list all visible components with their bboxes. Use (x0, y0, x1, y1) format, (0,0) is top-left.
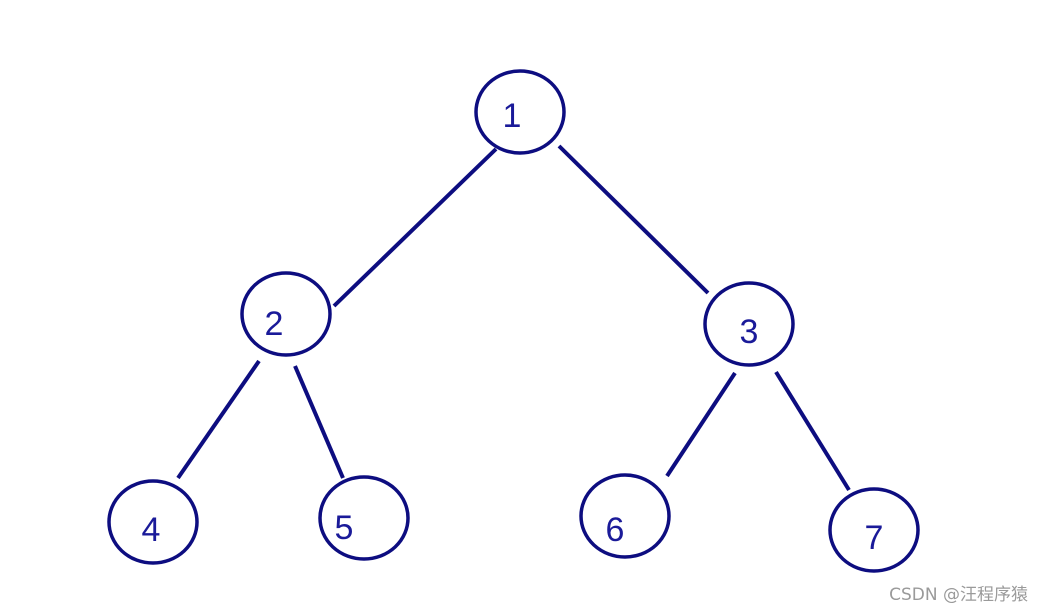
edge-3-7 (774, 370, 851, 492)
node-label: 2 (265, 305, 284, 343)
edge-3-6 (665, 371, 737, 478)
tree-node-2: 2 (240, 271, 332, 357)
node-label: 4 (142, 511, 161, 549)
edge-2-5 (293, 365, 345, 479)
node-circle (107, 479, 199, 565)
edges-layer (176, 144, 851, 492)
tree-node-6: 6 (579, 473, 671, 559)
node-label: 1 (503, 97, 522, 135)
tree-node-7: 7 (828, 487, 920, 573)
watermark-text: CSDN @汪程序猿 (889, 585, 1028, 605)
node-circle (474, 69, 566, 155)
edge-1-3 (557, 144, 710, 295)
node-label: 3 (740, 313, 759, 351)
tree-node-4: 4 (107, 479, 199, 565)
edge-2-4 (176, 359, 261, 480)
node-circle (318, 475, 410, 561)
tree-node-1: 1 (474, 69, 566, 155)
tree-node-3: 3 (703, 281, 795, 367)
edge-1-2 (332, 147, 498, 308)
node-label: 6 (606, 511, 625, 549)
tree-node-5: 5 (318, 475, 410, 561)
node-circle (703, 281, 795, 367)
node-circle (579, 473, 671, 559)
node-label: 5 (335, 509, 354, 547)
node-circle (828, 487, 920, 573)
node-label: 7 (865, 519, 884, 557)
node-circle (240, 271, 332, 357)
nodes-layer: 1 2 3 4 5 6 7 (107, 69, 920, 573)
